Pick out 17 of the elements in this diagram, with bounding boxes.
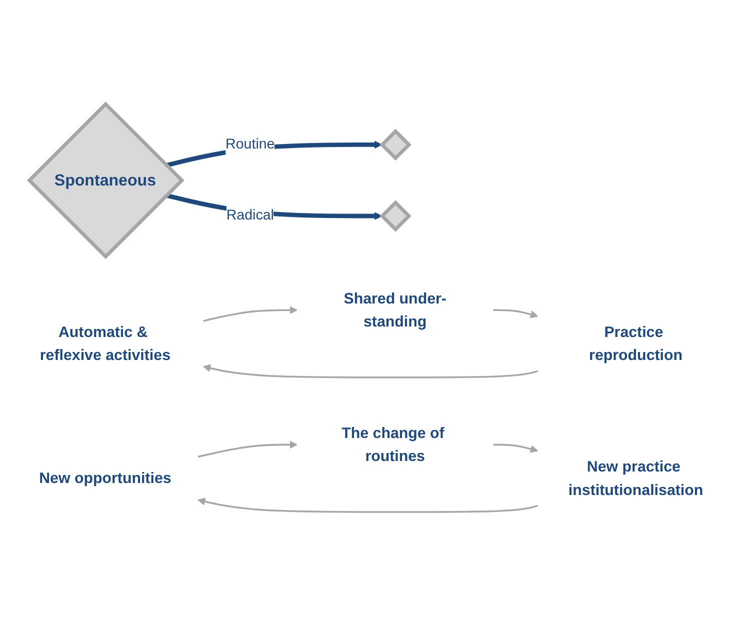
- arrow: [203, 306, 298, 322]
- edge-label: Radical: [226, 208, 274, 224]
- node-diamond: [380, 200, 412, 232]
- node-text: Practice reproduction: [589, 324, 683, 364]
- node-text: Automatic & reflexive activities: [40, 324, 170, 364]
- arrow: [493, 444, 538, 453]
- node-text: The change of routines: [342, 424, 444, 465]
- arrow: [198, 498, 538, 514]
- node-diamond: Spontaneous: [26, 102, 184, 260]
- node-text: New practice institutionalisation: [568, 458, 704, 498]
- node-text: Shared under-standing: [344, 290, 446, 330]
- node-diamond: [380, 129, 412, 161]
- arrow: [198, 440, 298, 458]
- node-text: New opportunities: [39, 470, 172, 487]
- edge-label: Routine: [226, 136, 275, 152]
- arrow: [202, 364, 538, 378]
- arrow: [493, 309, 538, 318]
